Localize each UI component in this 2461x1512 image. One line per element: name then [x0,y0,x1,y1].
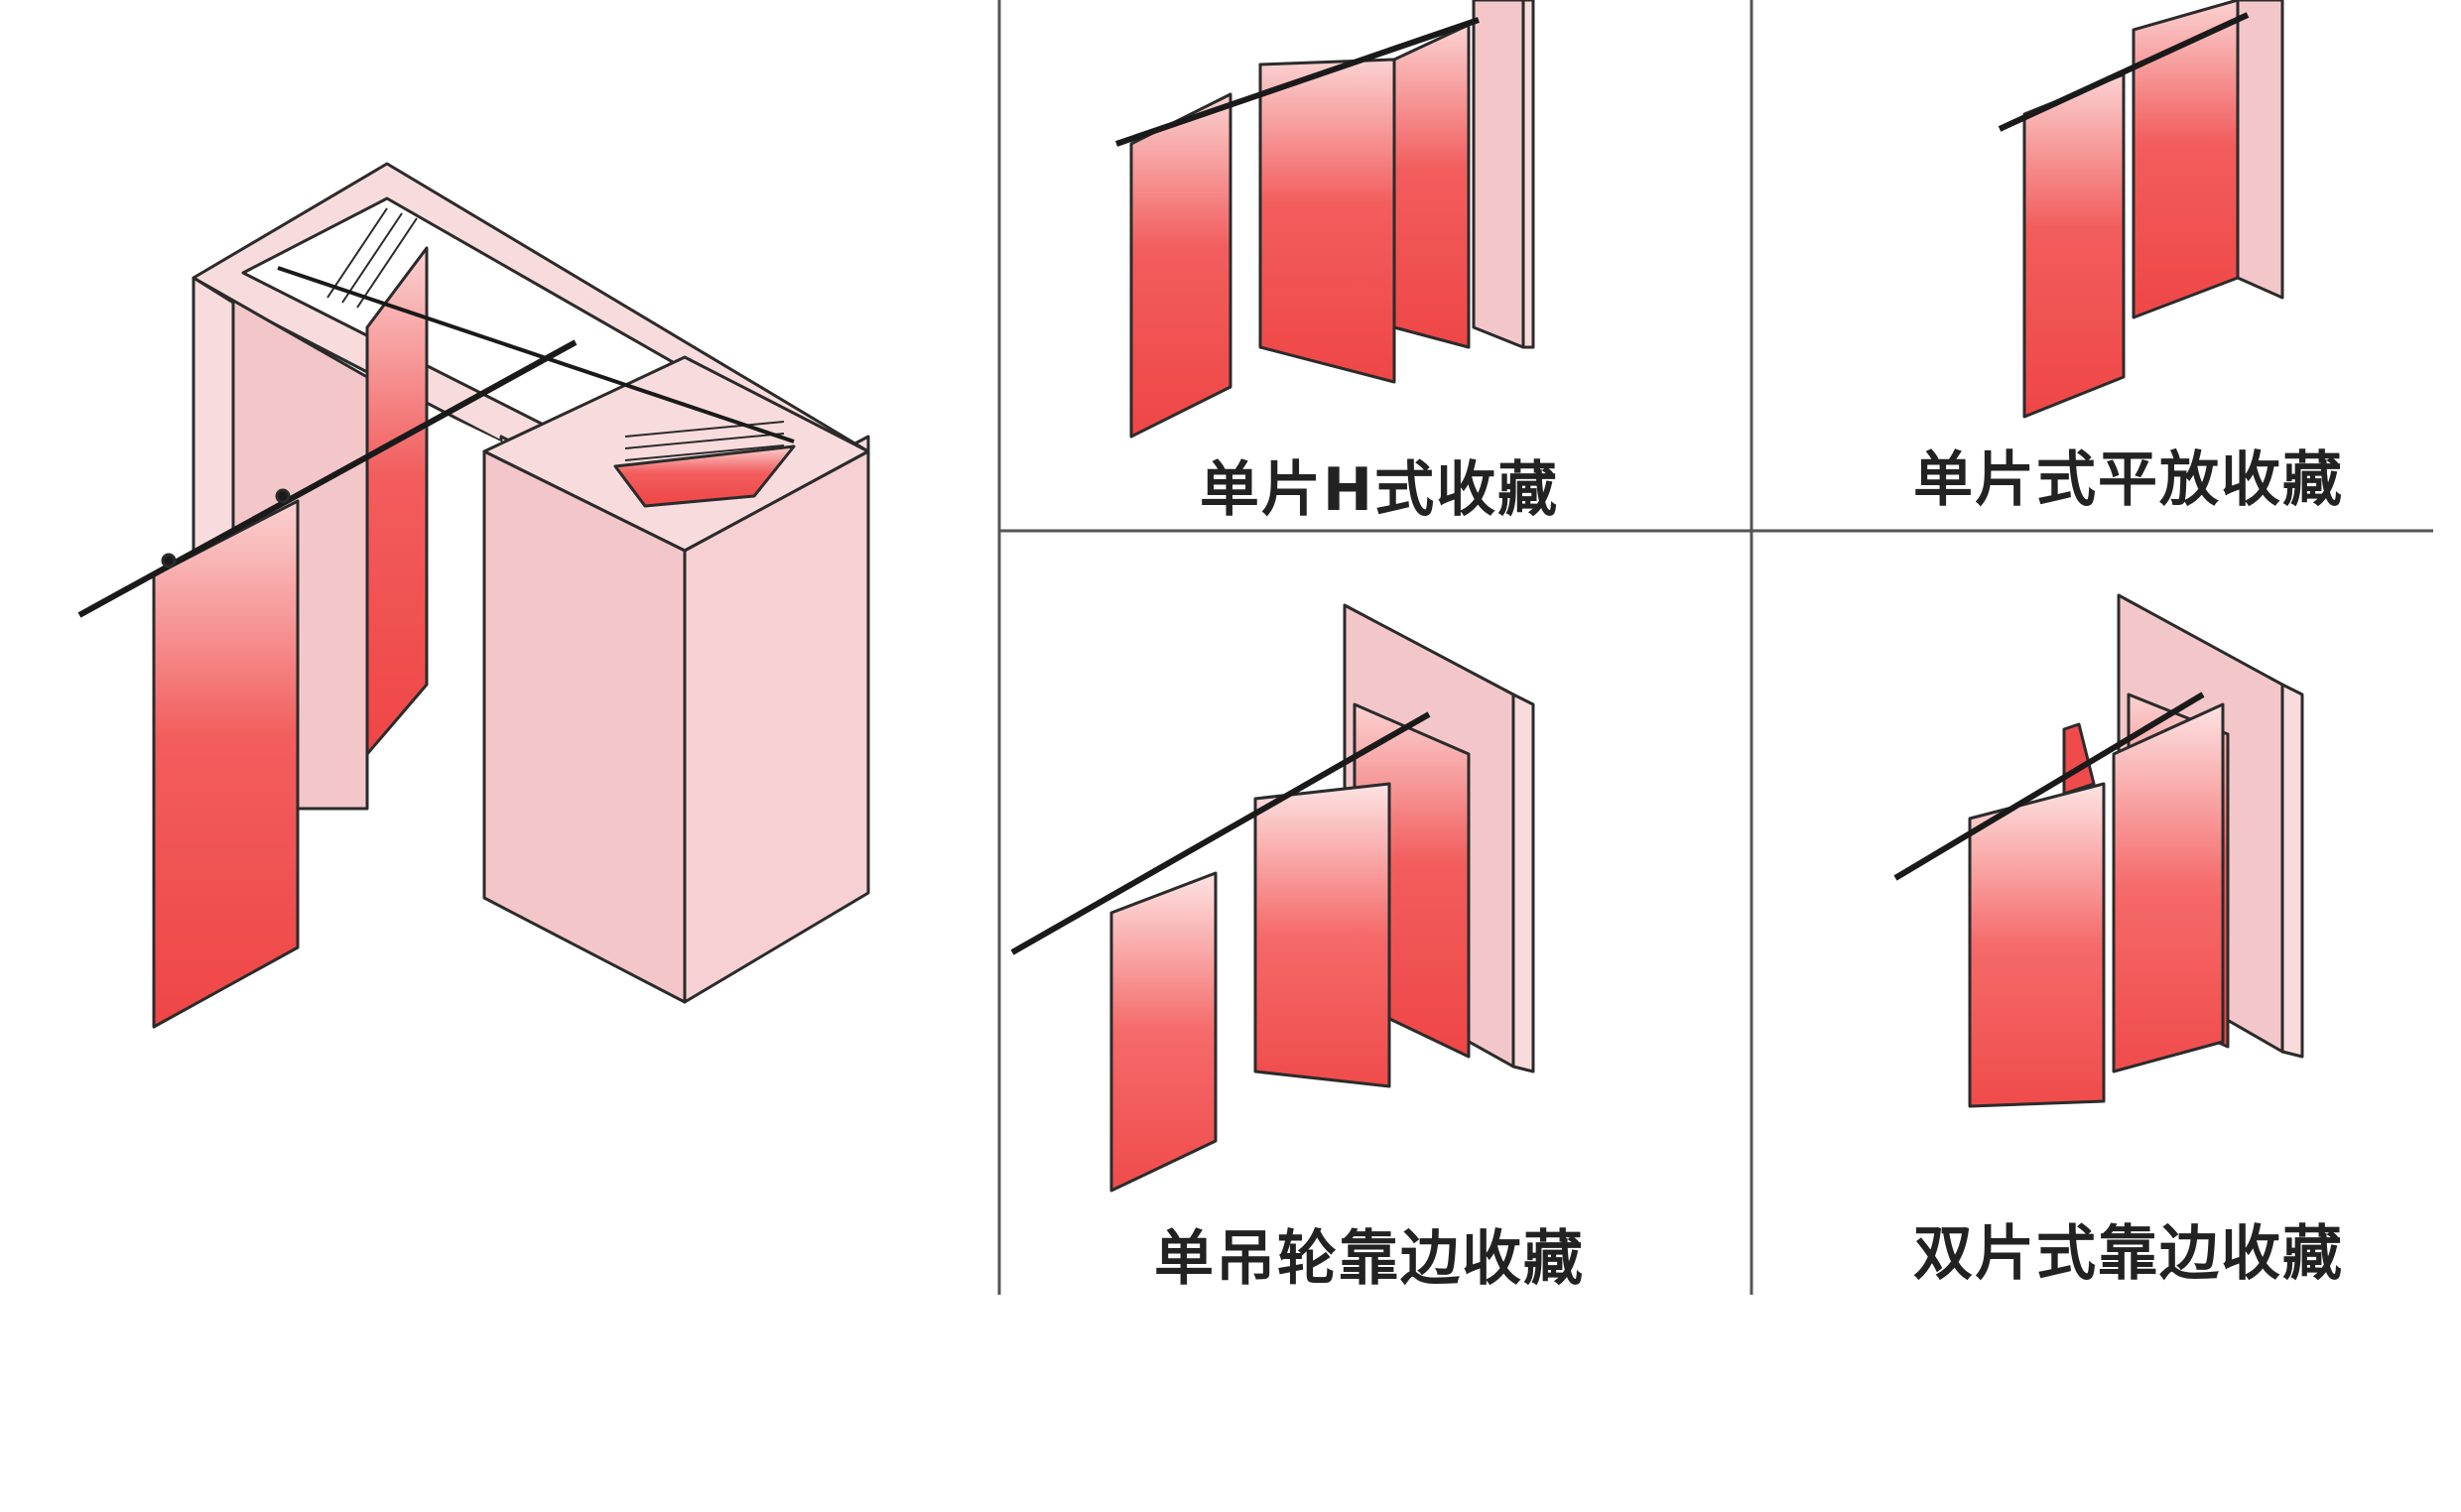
hanging-red-panel [152,499,300,1029]
hanging-panel-middle [1258,58,1396,384]
caption-double-side-storage: 双片式靠边收藏 [1913,1219,2344,1289]
track-rail [1893,692,2205,881]
caption-flat-storage: 单片式平放收藏 [1913,445,2344,515]
track-rail [1998,12,2250,132]
track-rail [1010,711,1431,955]
hanging-panel-left [1129,92,1232,439]
stacked-panel-block [2132,0,2240,319]
double-side-storage-illustration [1893,593,2304,1108]
wall-column-side [1521,0,1535,349]
caption-h-storage: 单片H式收藏 [1199,455,1560,525]
flat-storage-illustration [1998,0,2284,419]
grid-dividers [997,0,2433,1295]
inner-red-panel [365,246,429,756]
track-rail-main [77,339,578,618]
track-rail [1115,17,1480,147]
stacked-panel-block [1392,23,1471,349]
stack-lines-right [624,421,785,461]
wall-column-side [2280,683,2304,1059]
stack-lines-left [326,207,418,309]
track-wheel [161,553,177,568]
caption-single-wheel-side-storage: 单吊轮靠边收藏 [1154,1224,1585,1294]
hanging-panel-left [1109,871,1218,1193]
wall-column [1472,0,1525,349]
right-block-front-face [683,449,870,1004]
hanging-panel-middle [1253,782,1391,1088]
wall-column-side [1511,693,1535,1073]
track-rail-back [277,266,795,443]
u-shaped-room-illustration [77,162,870,1029]
h-storage-illustration [1115,0,1535,439]
hanging-panel-left [1968,782,2106,1108]
hanging-panel [2022,72,2126,419]
stacked-panels-right [613,444,796,508]
track-wheel [275,488,291,504]
hanging-panel-right [2112,702,2225,1073]
single-wheel-side-storage-illustration [1010,603,1535,1193]
wall-column [2236,0,2284,300]
